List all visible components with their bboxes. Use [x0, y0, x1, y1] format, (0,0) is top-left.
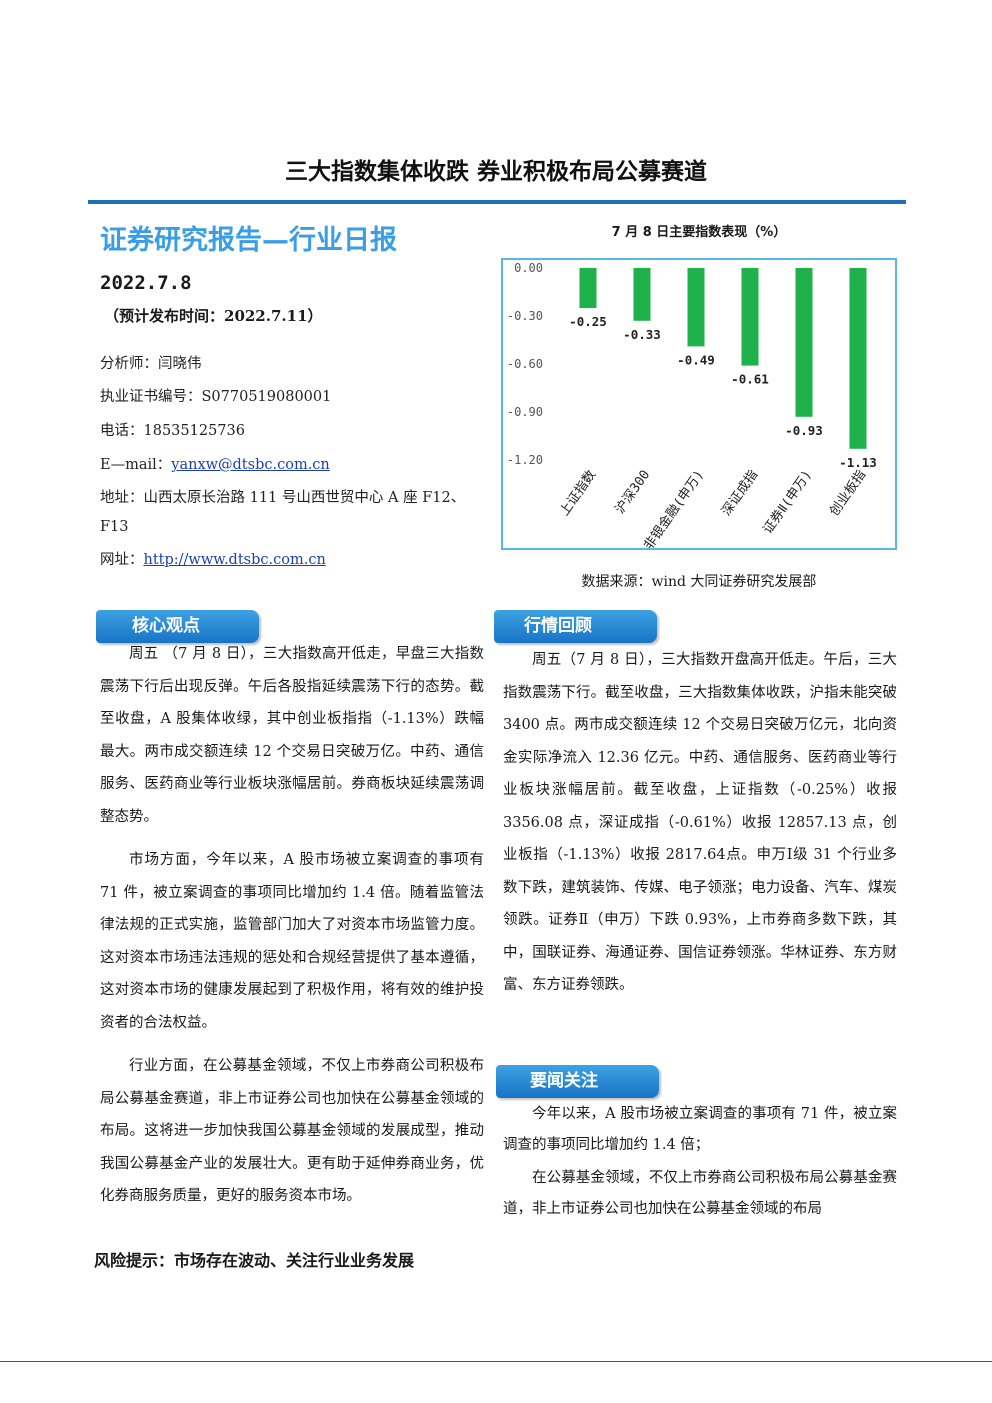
footer-divider	[0, 1361, 992, 1362]
news-body: 今年以来，A 股市场被立案调查的事项有 71 件，被立案调查的事项同比增加约 1…	[503, 1099, 897, 1225]
header-divider	[88, 200, 906, 204]
bar-value-label: -0.61	[731, 372, 769, 387]
news-paragraph-1: 今年以来，A 股市场被立案调查的事项有 71 件，被立案调查的事项同比增加约 1…	[503, 1106, 897, 1153]
news-heading: 要闻关注	[496, 1065, 659, 1098]
risk-warning: 风险提示：市场存在波动、关注行业业务发展	[94, 1251, 415, 1270]
core-paragraph-3: 行业方面，在公募基金领域，不仅上市券商公司积极布局公募基金赛道，非上市证券公司也…	[100, 1058, 484, 1204]
chart-bar	[687, 268, 705, 347]
chart-bar	[579, 268, 597, 308]
chart-frame: 0.00 -0.30 -0.60 -0.90 -1.20 -0.25 上证指数 -0.33 沪深…	[501, 258, 897, 553]
chart-bar	[849, 268, 867, 449]
website-link[interactable]: http://www.dtsbc.com.cn	[143, 552, 326, 568]
category-label: 上证指数	[557, 468, 599, 519]
data-source: 数据来源：wind 大同证券研究发展部	[581, 574, 817, 590]
category-label: 沪深300	[612, 467, 653, 517]
core-view-body: 周五 （7 月 8 日），三大指数高开低走，早盘三大指数震荡下行后出现反弹。午后…	[100, 638, 484, 1213]
index-performance-chart: 0.00 -0.30 -0.60 -0.90 -1.20 -0.25 上证指数 -0.33 沪深…	[507, 261, 877, 553]
report-headline: 三大指数集体收跌 券业积极布局公募赛道	[284, 159, 707, 185]
email-label: E—mail：	[100, 457, 172, 473]
bar-value-label: -0.49	[677, 352, 715, 367]
y-tick-label: -0.30	[507, 309, 543, 323]
core-view-heading: 核心观点	[96, 610, 259, 643]
email-link[interactable]: yanxw@dtsbc.com.cn	[171, 457, 330, 473]
bar-value-label: -1.13	[839, 455, 877, 470]
bar-value-label: -0.33	[623, 327, 661, 342]
website-label: 网址：	[100, 552, 144, 568]
y-tick-label: -0.90	[507, 405, 543, 419]
address-line-1: 地址：山西太原长治路 111 号山西世贸中心 A 座 F12、	[100, 490, 466, 506]
analyst: 分析师：闫晓伟	[100, 356, 202, 372]
y-tick-label: -1.20	[507, 453, 543, 467]
website-row: 网址：http://www.dtsbc.com.cn	[100, 548, 326, 569]
chart-bar	[741, 268, 759, 366]
market-paragraph: 周五（7 月 8 日），三大指数开盘高开低走。午后，三大指数震荡下行。截至收盘，…	[503, 652, 897, 993]
news-paragraph-2: 在公募基金领域，不仅上市券商公司积极布局公募基金赛道，非上市证券公司也加快在公募…	[503, 1170, 897, 1217]
license-number: 执业证书编号：S0770519080001	[100, 389, 332, 405]
publish-time: （预计发布时间：2022.7.11）	[104, 307, 323, 325]
email-row: E—mail：yanxw@dtsbc.com.cn	[100, 453, 330, 474]
y-tick-label: 0.00	[514, 261, 543, 275]
report-date: 2022.7.8	[100, 272, 192, 294]
market-review-body: 周五（7 月 8 日），三大指数开盘高开低走。午后，三大指数震荡下行。截至收盘，…	[503, 644, 897, 1002]
category-label: 深证成指	[719, 468, 761, 519]
y-tick-label: -0.60	[507, 357, 543, 371]
bar-value-label: -0.25	[569, 314, 607, 329]
phone: 电话：18535125736	[100, 423, 245, 439]
market-review-heading: 行情回顾	[494, 610, 657, 643]
category-label: 创业板指	[827, 468, 869, 519]
address-line-2: F13	[100, 519, 129, 535]
core-paragraph-1: 周五 （7 月 8 日），三大指数高开低走，早盘三大指数震荡下行后出现反弹。午后…	[100, 646, 484, 825]
core-paragraph-2: 市场方面，今年以来，A 股市场被立案调查的事项有 71 件，被立案调查的事项同比…	[100, 852, 484, 1031]
chart-title: 7 月 8 日主要指数表现（%）	[611, 225, 787, 240]
report-type-title: 证券研究报告—行业日报	[100, 225, 397, 256]
chart-bar	[633, 268, 651, 321]
chart-bar	[795, 268, 813, 417]
bar-value-label: -0.93	[785, 423, 823, 438]
category-label: 证券Ⅱ(申万)	[760, 467, 816, 537]
